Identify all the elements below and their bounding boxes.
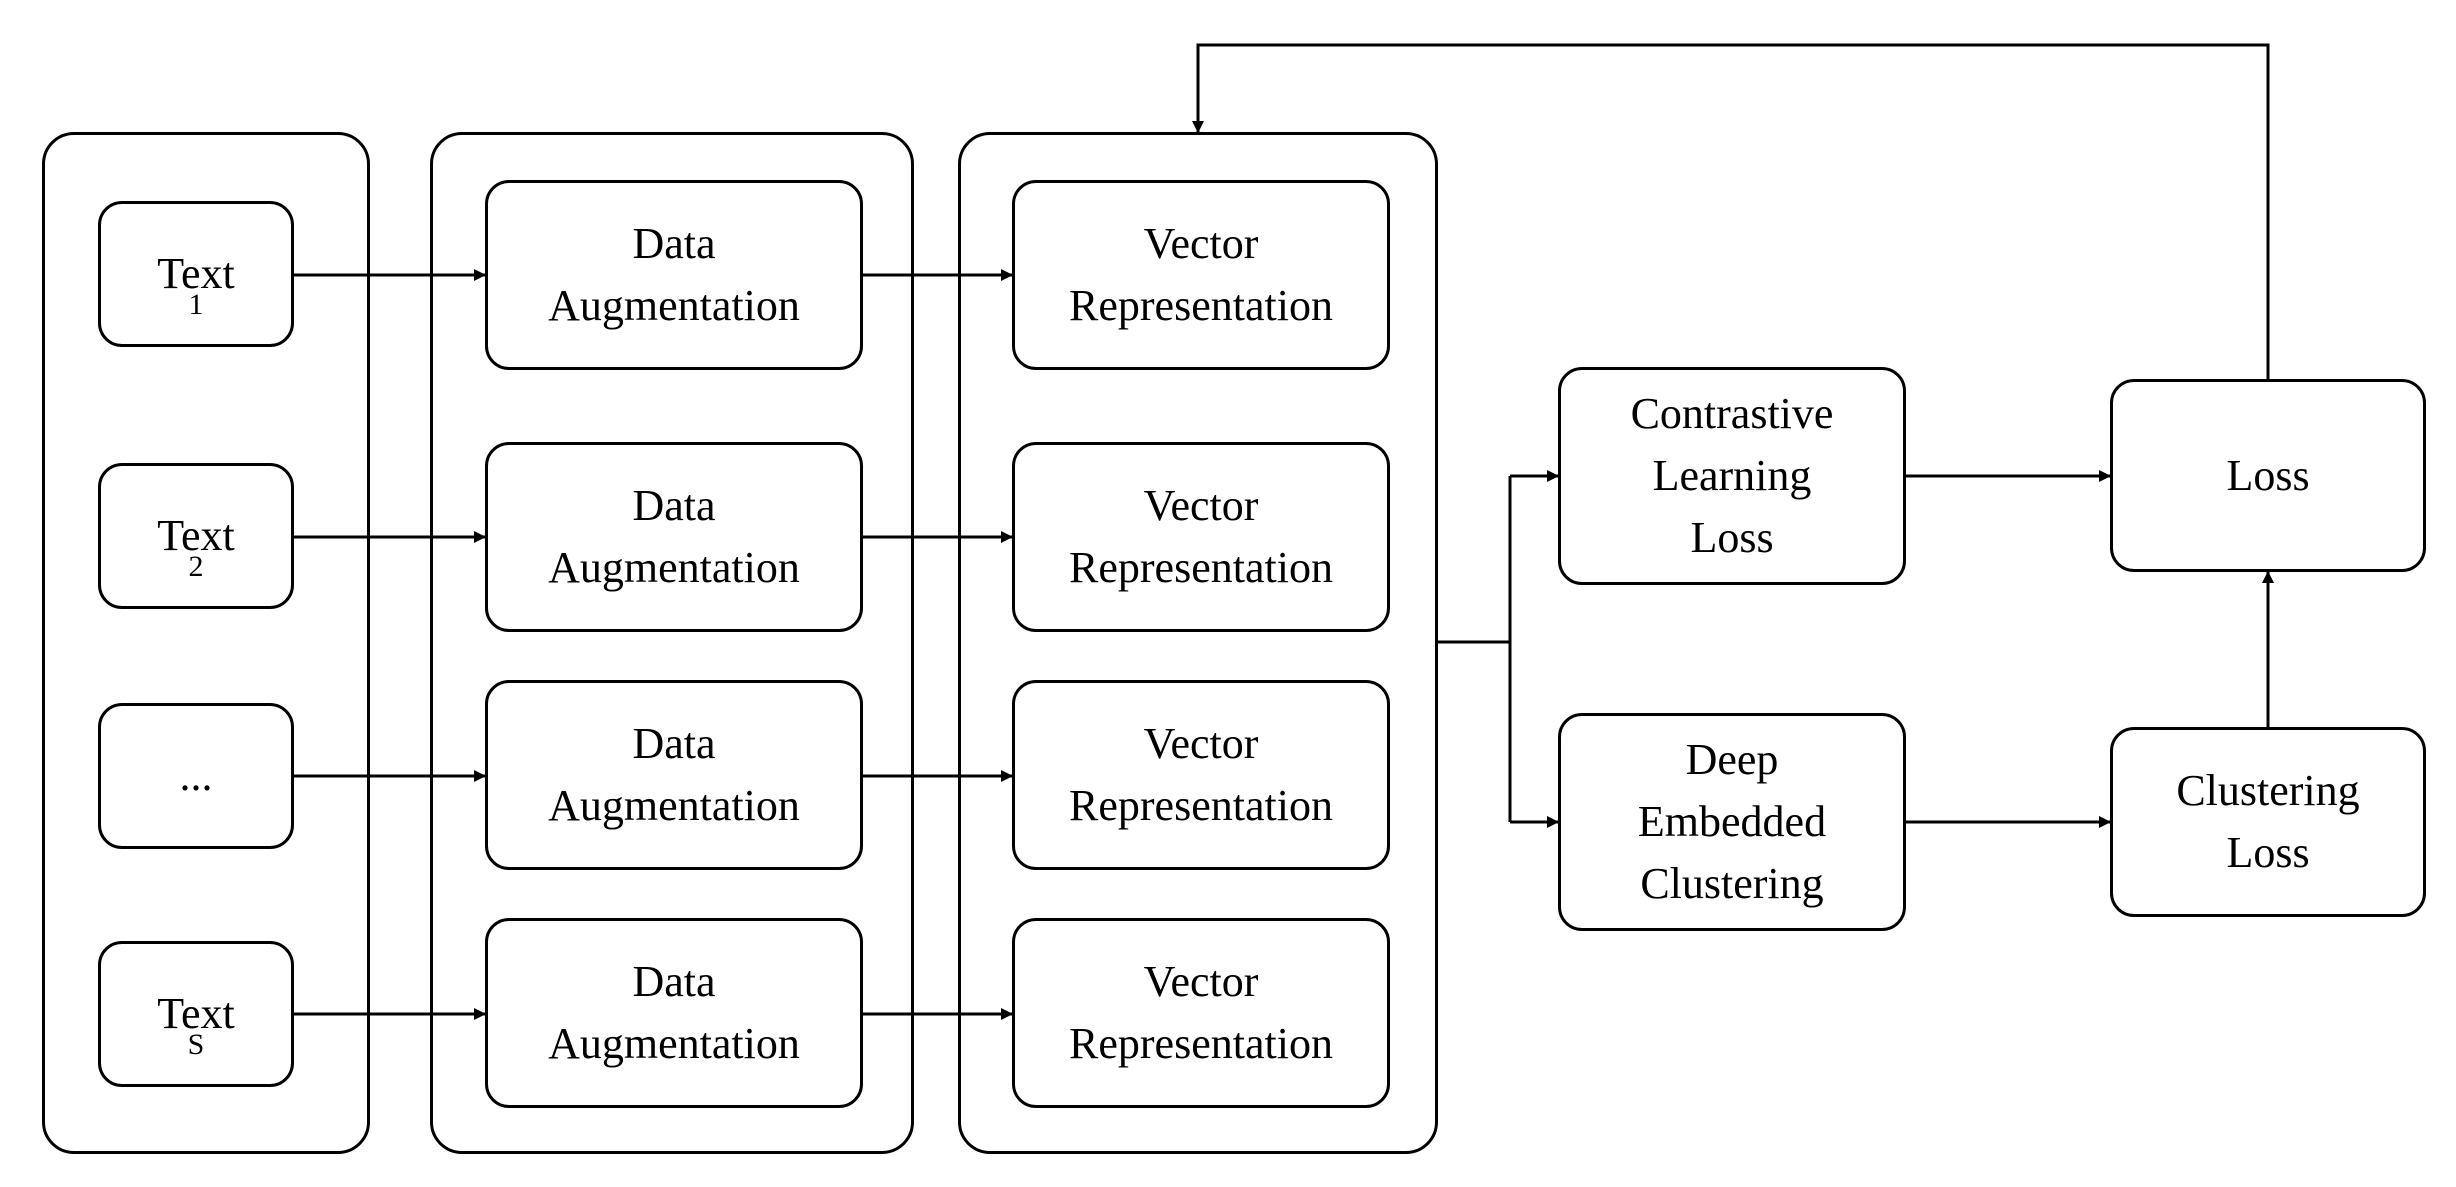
dec-line2: Embedded <box>1637 797 1827 846</box>
text-node-ellipsis: ... <box>98 703 294 849</box>
augmentation-node-2-line2: Augmentation <box>548 543 800 592</box>
augmentation-node-4: Data Augmentation <box>485 918 863 1108</box>
vector-node-4-line1: Vector <box>1143 957 1259 1006</box>
clustering-loss-line1: Clustering <box>2176 766 2360 815</box>
text-input-group <box>42 132 370 1154</box>
augmentation-node-1: Data Augmentation <box>485 180 863 370</box>
augmentation-node-3-line1: Data <box>632 719 716 768</box>
augmentation-node-1-line1: Data <box>632 219 716 268</box>
vector-node-1: Vector Representation <box>1012 180 1390 370</box>
contrastive-loss-node: Contrastive Learning Loss <box>1558 367 1906 585</box>
augmentation-node-3-line2: Augmentation <box>548 781 800 830</box>
augmentation-node-1-line2: Augmentation <box>548 281 800 330</box>
loss-node: Loss <box>2110 379 2426 572</box>
loss-label: Loss <box>2226 450 2310 500</box>
contrastive-loss-line2: Learning <box>1652 451 1812 500</box>
vector-node-3: Vector Representation <box>1012 680 1390 870</box>
vector-node-4-line2: Representation <box>1069 1019 1333 1068</box>
augmentation-group <box>430 132 914 1154</box>
text-node-ellipsis-label: ... <box>179 751 213 800</box>
vector-node-1-line2: Representation <box>1069 281 1333 330</box>
vector-node-2-line1: Vector <box>1143 481 1259 530</box>
augmentation-node-2-line1: Data <box>632 481 716 530</box>
vector-node-3-line2: Representation <box>1069 781 1333 830</box>
augmentation-node-4-line1: Data <box>632 957 716 1006</box>
text-node-2-label: Text <box>157 511 235 560</box>
vector-node-4: Vector Representation <box>1012 918 1390 1108</box>
vector-node-3-line1: Vector <box>1143 719 1259 768</box>
vector-node-2-line2: Representation <box>1069 543 1333 592</box>
augmentation-node-4-line2: Augmentation <box>548 1019 800 1068</box>
dec-line3: Clustering <box>1640 859 1824 908</box>
dec-node: Deep Embedded Clustering <box>1558 713 1906 931</box>
dec-line1: Deep <box>1685 735 1779 784</box>
contrastive-loss-line3: Loss <box>1690 513 1774 562</box>
vector-node-2: Vector Representation <box>1012 442 1390 632</box>
augmentation-node-3: Data Augmentation <box>485 680 863 870</box>
augmentation-node-2: Data Augmentation <box>485 442 863 632</box>
clustering-loss-line2: Loss <box>2226 828 2310 877</box>
text-node-1-label: Text <box>157 249 235 298</box>
clustering-loss-node: Clustering Loss <box>2110 727 2426 917</box>
vector-group <box>958 132 1438 1154</box>
contrastive-loss-line1: Contrastive <box>1630 389 1834 438</box>
vector-node-1-line1: Vector <box>1143 219 1259 268</box>
arrow-loss-feedback-to-vectors <box>1192 43 2270 379</box>
text-node-s-label: Text <box>157 989 235 1038</box>
